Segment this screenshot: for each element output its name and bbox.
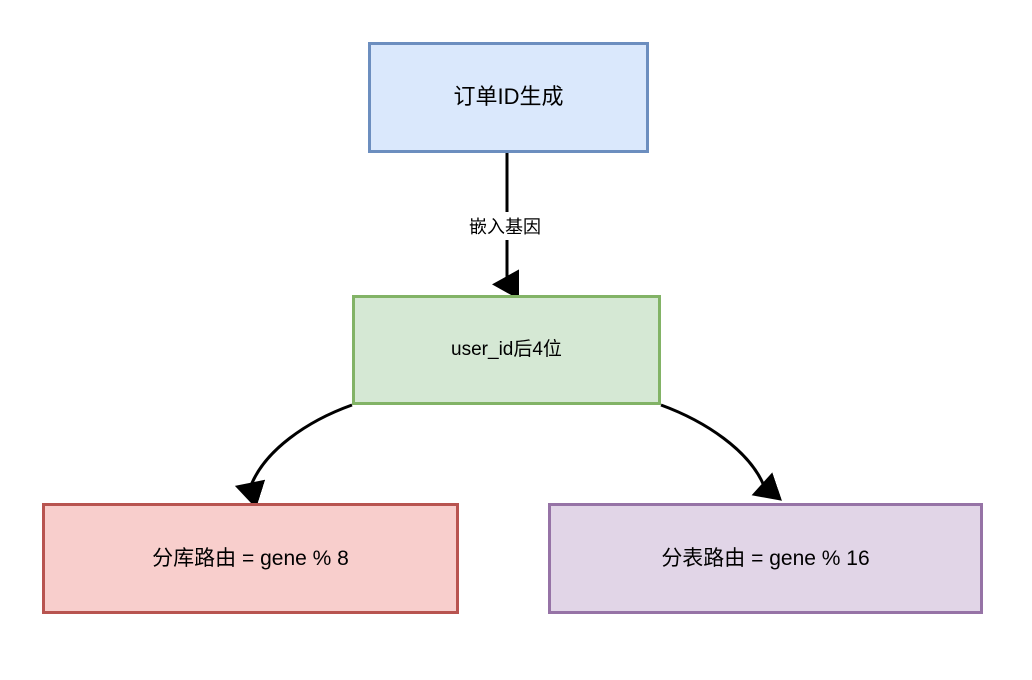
edge-user-to-db [234, 403, 353, 509]
node-table-route[interactable]: 分表路由 = gene % 16 [548, 503, 983, 614]
node-database-route-label: 分库路由 = gene % 8 [152, 546, 349, 570]
node-database-route[interactable]: 分库路由 = gene % 8 [42, 503, 459, 614]
node-order-id-generation[interactable]: 订单ID生成 [368, 42, 649, 153]
edge-label-embed-gene: 嵌入基因 [465, 212, 545, 240]
edge-user-to-db-path [234, 403, 353, 509]
node-table-route-label: 分表路由 = gene % 16 [661, 546, 870, 570]
node-order-id-generation-label: 订单ID生成 [453, 84, 564, 110]
edge-user-to-table-path [660, 403, 783, 501]
edge-user-to-table [660, 403, 783, 501]
node-user-id-last-four[interactable]: user_id后4位 [352, 295, 661, 405]
node-user-id-last-four-label: user_id后4位 [451, 338, 562, 360]
